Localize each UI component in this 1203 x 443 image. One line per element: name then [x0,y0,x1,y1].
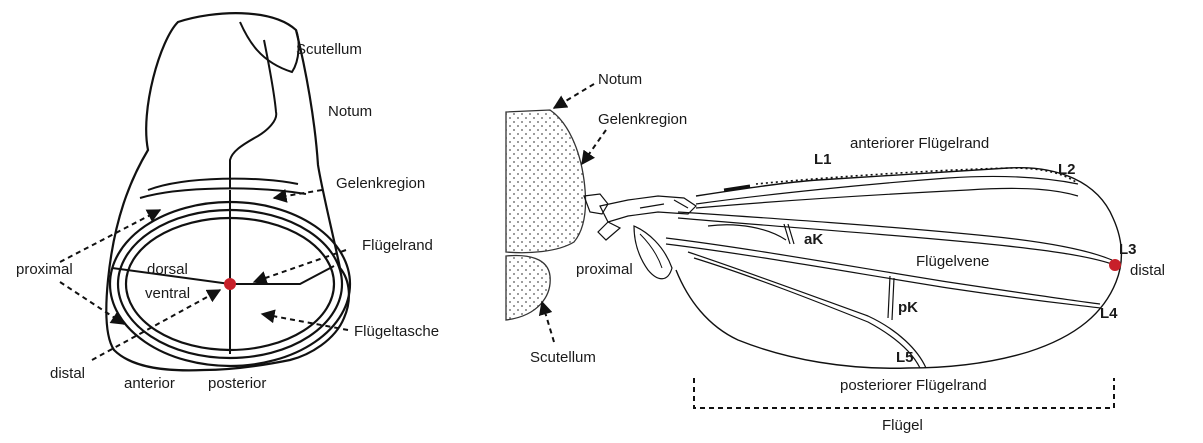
distal-marker [1109,259,1121,271]
alula [634,226,672,279]
label-anterior: anterior [124,375,175,392]
label-l3: L3 [1119,241,1137,258]
vein-l2 [696,188,1078,208]
label-fluegel: Flügel [882,417,923,434]
arrow-gelenkregion [582,130,606,164]
label-scutellum: Scutellum [530,349,596,366]
label-ak: aK [804,231,823,248]
notum-stalk [230,40,276,188]
vein-l1 [696,176,1078,204]
scutellum-body [506,256,550,320]
label-proximal: proximal [576,261,633,278]
wing-disc-svg: Scutellum Notum Gelenkregion Flügelrand … [0,0,480,443]
label-l2: L2 [1058,161,1076,178]
label-fluegelvene: Flügelvene [916,253,989,270]
label-dorsal: dorsal [147,261,188,278]
label-l1: L1 [814,151,832,168]
vein-l4 [666,238,1100,304]
vein-l3b [678,218,1112,264]
label-l5: L5 [896,349,914,366]
hinge-structure [584,194,696,240]
notum-body [506,110,586,253]
label-distal: distal [1130,262,1165,279]
label-notum: Notum [598,71,642,88]
gelenk-arc-2 [140,188,306,198]
label-gelenkregion: Gelenkregion [336,175,425,192]
label-pk: pK [898,299,918,316]
costal-margin [724,186,750,190]
arrow-scutellum [542,302,554,342]
label-l4: L4 [1100,305,1118,322]
wing-disc-diagram: Scutellum Notum Gelenkregion Flügelrand … [0,0,480,443]
vein-l5 [688,252,926,368]
vein-l5b [694,258,920,368]
label-anteriorer-rand: anteriorer Flügelrand [850,135,989,152]
label-scutellum: Scutellum [296,41,362,58]
wing-margin-center-marker [224,278,236,290]
dv-boundary [112,266,334,284]
adult-wing-diagram: Notum Gelenkregion L1 anteriorer Flügelr… [488,0,1203,443]
label-gelenkregion: Gelenkregion [598,111,687,128]
vein-l4b [666,244,1100,308]
label-distal: distal [50,365,85,382]
label-proximal: proximal [16,261,73,278]
label-ventral: ventral [145,285,190,302]
label-posteriorer-rand: posteriorer Flügelrand [840,377,987,394]
label-fluegelrand: Flügelrand [362,237,433,254]
label-fluegeltasche: Flügeltasche [354,323,439,340]
label-posterior: posterior [208,375,266,392]
label-notum: Notum [328,103,372,120]
adult-wing-svg: Notum Gelenkregion L1 anteriorer Flügelr… [488,0,1203,443]
arrow-notum [554,84,594,108]
cross-vein-posterior [888,276,894,320]
